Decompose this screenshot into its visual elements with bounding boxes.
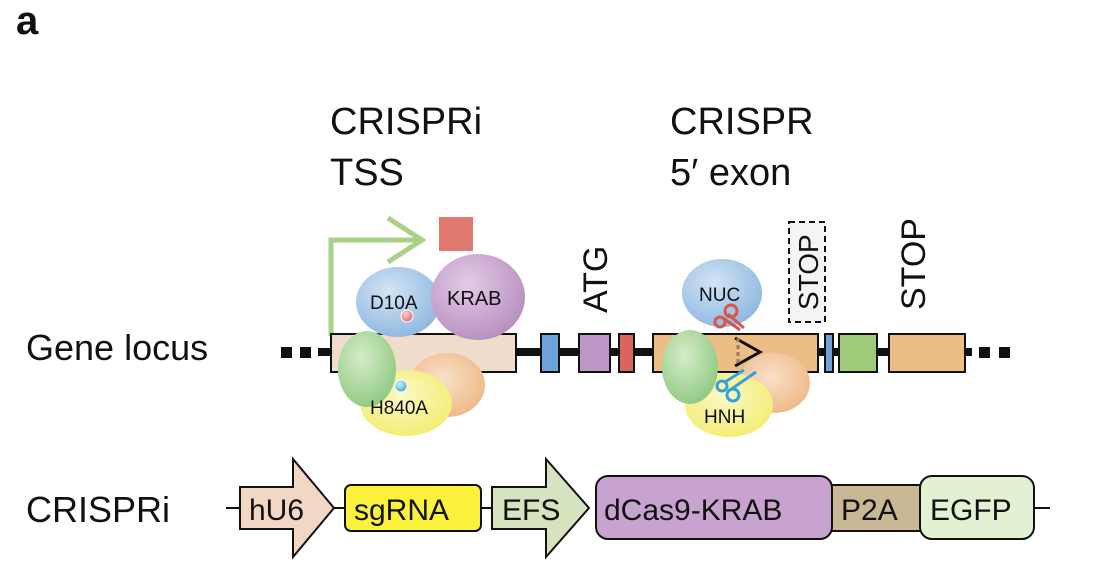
panel-label: a [16,0,39,43]
efs-promoter-arrow [491,456,591,560]
h840a-mutation-icon [394,379,408,393]
h840a-label: H840A [370,398,428,419]
p2a-box [819,484,933,532]
krab-domain [431,254,525,340]
hnh-label: HNH [704,407,745,428]
egfp-box [919,475,1035,540]
crispri-construct-label: CRISPRi [26,489,170,530]
efs-label: EFS [502,494,560,527]
crispr-header-line2: 5′ exon [670,152,791,194]
exon-orange-2 [888,333,966,373]
krab-repressor-square-icon [439,217,473,251]
exon-red [618,333,635,373]
dcas9-krab-complex: D10A KRAB H840A [338,254,525,436]
p2a-label: P2A [841,494,898,527]
d10a-mutation-icon [400,309,414,323]
cas9-blue-lobe [356,267,440,337]
stop-dashed-label: STOP [793,234,824,310]
gene-locus-label: Gene locus [26,327,208,368]
exon-blue-1 [540,333,560,373]
cas9-blue-lobe-2 [682,259,762,327]
sgrna-label: sgRNA [354,494,449,527]
hu6-promoter-arrow [239,456,336,560]
cas9-green-lobe [338,331,396,407]
exon-green [838,333,878,373]
tss-arrow-icon [328,215,427,336]
nuc-scissors-icon [713,303,745,332]
atg-marker: ATG [577,246,615,313]
d10a-label: D10A [370,293,418,314]
sgrna-box [344,484,482,532]
exon-purple [578,333,611,373]
stop-dashed-marker: STOP [788,221,826,323]
crispri-header-line1: CRISPRi [330,101,482,143]
dcas9-krab-box [595,475,833,540]
crispr-header-line1: CRISPR [670,101,814,143]
nuc-label: NUC [699,285,740,306]
cas9-nuclease-complex: NUC HNH [662,259,810,437]
hnh-scissors-icon [715,368,757,403]
egfp-label: EGFP [930,494,1012,527]
dcas9-krab-label: dCas9-KRAB [604,494,782,527]
stop-marker: STOP [895,218,933,310]
cas9-green-lobe-2 [662,330,718,404]
hu6-label: hU6 [249,494,304,527]
cut-site-arrow-icon [734,336,764,368]
exon-blue-2 [824,333,834,373]
crispri-header-line2: TSS [330,152,404,194]
krab-label: KRAB [447,288,501,310]
